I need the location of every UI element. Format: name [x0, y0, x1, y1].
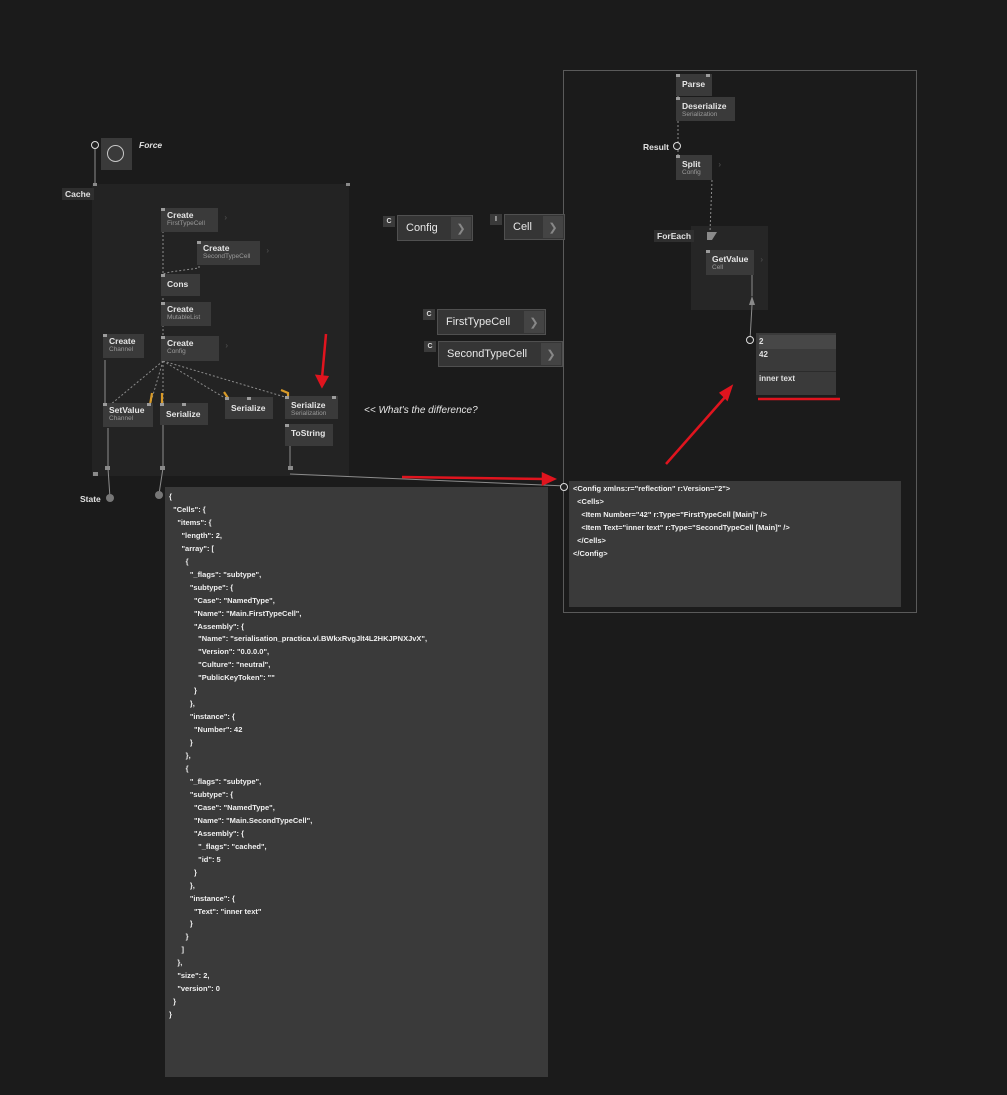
- chevron-right-icon: ›: [718, 160, 721, 169]
- node-title: Serialize: [231, 403, 266, 413]
- json-output-pin[interactable]: [155, 491, 163, 499]
- list-output-pin[interactable]: [746, 336, 754, 344]
- create-firsttypecell-node[interactable]: Create FirstTypeCell ›: [161, 208, 227, 232]
- difference-comment: << What's the difference?: [364, 405, 478, 416]
- list-item-2: inner text: [759, 371, 836, 393]
- interface-tag: I: [490, 214, 502, 225]
- create-channel-node[interactable]: Create Channel: [103, 334, 144, 358]
- serialize-node-2[interactable]: Serialize: [225, 397, 273, 419]
- chevron-right-icon: ›: [224, 213, 227, 222]
- force-label: Force: [139, 140, 163, 150]
- node-category: Channel: [109, 346, 134, 353]
- circle-icon: [107, 145, 124, 162]
- node-category: Channel: [109, 415, 134, 422]
- type-name: SecondTypeCell: [447, 348, 528, 360]
- xml-string-iobox[interactable]: <Config xmlns:r="reflection" r:Version="…: [569, 481, 901, 607]
- right-region-outline: [563, 70, 917, 613]
- node-category: Serialization: [291, 410, 327, 417]
- list-count: 2: [759, 335, 836, 349]
- node-title: Create: [109, 336, 136, 346]
- setvalue-node[interactable]: SetValue Channel: [103, 403, 153, 427]
- create-mutablelist-node[interactable]: Create MutableList: [161, 302, 211, 326]
- serialize-node-1[interactable]: Serialize: [160, 403, 208, 425]
- getvalue-cell-node[interactable]: GetValue Cell ›: [706, 250, 763, 275]
- node-title: Cons: [167, 279, 189, 289]
- node-title: Split: [682, 159, 701, 169]
- create-secondtypecell-node[interactable]: Create SecondTypeCell ›: [197, 241, 269, 265]
- class-tag: C: [424, 341, 436, 352]
- node-title: Deserialize: [682, 101, 727, 111]
- node-title: ToString: [291, 428, 326, 438]
- json-text: { "Cells": { "items": { "length": 2, "ar…: [169, 492, 428, 1020]
- node-category: Serialization: [682, 111, 718, 118]
- class-tag: C: [383, 216, 395, 227]
- create-config-node[interactable]: Create Config ›: [161, 336, 228, 361]
- json-string-iobox[interactable]: { "Cells": { "items": { "length": 2, "ar…: [165, 487, 548, 1077]
- chevron-right-icon[interactable]: ❯: [541, 343, 561, 365]
- firsttypecell-definition[interactable]: FirstTypeCell ❯: [437, 309, 546, 335]
- node-category: Config: [682, 169, 701, 176]
- node-title: Serialize: [291, 400, 326, 410]
- chevron-right-icon[interactable]: ❯: [524, 311, 544, 333]
- node-category: MutableList: [167, 314, 201, 321]
- split-config-node[interactable]: Split Config ›: [676, 155, 721, 180]
- type-name: Cell: [513, 221, 532, 233]
- node-title: Create: [167, 338, 194, 348]
- secondtypecell-definition[interactable]: SecondTypeCell ❯: [438, 341, 563, 367]
- parse-node[interactable]: Parse: [676, 74, 712, 96]
- type-name: FirstTypeCell: [446, 316, 511, 328]
- output-list-iobox[interactable]: 2 42 inner text: [756, 333, 836, 395]
- chevron-right-icon[interactable]: ❯: [543, 216, 563, 238]
- tostring-node[interactable]: ToString: [285, 424, 333, 446]
- state-pin[interactable]: [106, 494, 114, 502]
- result-label: Result: [643, 142, 669, 152]
- deserialize-node[interactable]: Deserialize Serialization: [676, 97, 735, 121]
- list-item-1: 42: [759, 350, 768, 359]
- xml-text: <Config xmlns:r="reflection" r:Version="…: [573, 484, 790, 558]
- node-category: Cell: [712, 264, 724, 271]
- foreach-label: ForEach: [654, 230, 695, 242]
- result-pin[interactable]: [673, 142, 681, 150]
- node-category: SecondTypeCell: [203, 253, 251, 260]
- cell-interface-definition[interactable]: Cell ❯: [504, 214, 565, 240]
- type-name: Config: [406, 222, 438, 234]
- class-tag: C: [423, 309, 435, 320]
- node-category: Config: [167, 348, 186, 355]
- node-title: Parse: [682, 79, 706, 89]
- xml-input-pin[interactable]: [560, 483, 568, 491]
- force-pin[interactable]: [91, 141, 99, 149]
- chevron-right-icon: ›: [266, 246, 269, 255]
- config-type-definition[interactable]: Config ❯: [397, 215, 473, 241]
- node-title: Create: [203, 243, 230, 253]
- node-category: FirstTypeCell: [167, 220, 205, 227]
- cons-node[interactable]: Cons: [161, 274, 200, 296]
- serialize-serialization-node[interactable]: Serialize Serialization: [285, 396, 338, 419]
- chevron-right-icon: ›: [225, 341, 228, 350]
- node-title: Create: [167, 210, 194, 220]
- node-title: GetValue: [712, 254, 749, 264]
- node-title: Create: [167, 304, 194, 314]
- node-title: SetValue: [109, 405, 145, 415]
- chevron-right-icon[interactable]: ❯: [451, 217, 471, 239]
- cache-label: Cache: [62, 188, 94, 200]
- node-title: Serialize: [166, 409, 201, 419]
- force-toggle-button[interactable]: [101, 138, 132, 170]
- chevron-right-icon: ›: [760, 255, 763, 264]
- state-label: State: [80, 494, 101, 504]
